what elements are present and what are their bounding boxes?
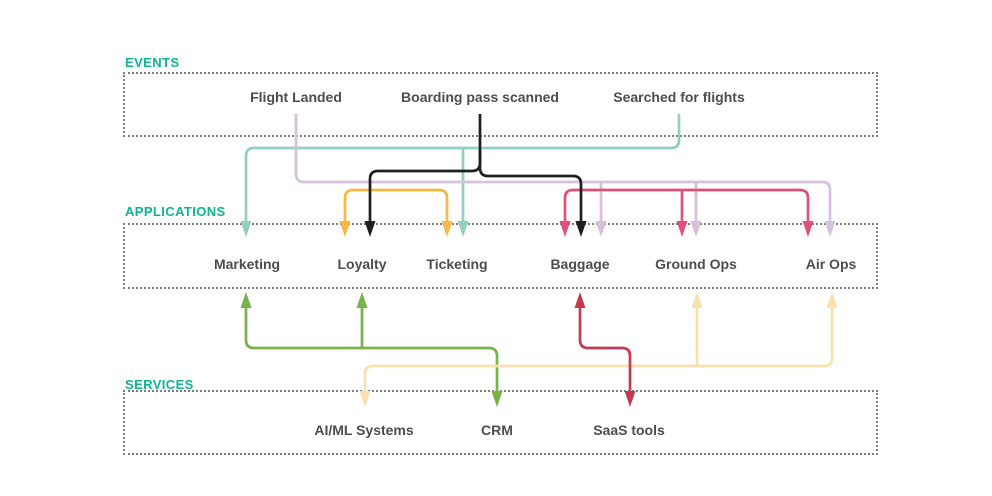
event-node-searched-for-flights: Searched for flights (613, 89, 745, 105)
service-node-ai-ml-systems: AI/ML Systems (314, 422, 414, 438)
event-node-boarding-pass-scanned: Boarding pass scanned (401, 89, 559, 105)
app-node-marketing: Marketing (213, 256, 281, 272)
connector-line (578, 308, 632, 391)
connector-line (478, 150, 583, 221)
connector-line (563, 188, 810, 221)
arrowhead-icon (826, 292, 838, 308)
event-node-flight-landed: Flight Landed (250, 89, 342, 105)
service-node-crm: CRM (481, 422, 513, 438)
events-heading: EVENTS (125, 55, 180, 70)
connector-line (343, 188, 449, 221)
arrowhead-icon (240, 292, 252, 308)
app-node-baggage: Baggage (550, 256, 610, 272)
connector-line (363, 308, 834, 391)
arrowhead-icon (356, 292, 368, 308)
applications-heading: APPLICATIONS (125, 204, 226, 219)
app-node-air-ops: Air Ops (805, 256, 857, 272)
connector-line (244, 308, 499, 391)
service-node-saas-tools: SaaS tools (593, 422, 665, 438)
app-node-loyalty: Loyalty (337, 256, 387, 272)
arrowhead-icon (691, 292, 703, 308)
app-node-ticketing: Ticketing (426, 256, 488, 272)
arrowhead-icon (574, 292, 586, 308)
applications-box (123, 223, 878, 289)
services-heading: SERVICES (125, 377, 194, 392)
app-node-ground-ops: Ground Ops (655, 256, 737, 272)
